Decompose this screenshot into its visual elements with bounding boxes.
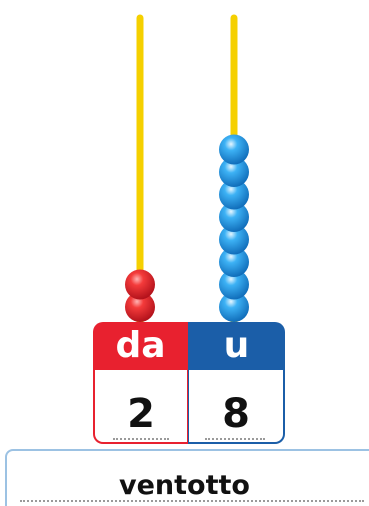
units-digit: 8 [188,370,285,444]
tens-bead-2 [125,270,155,300]
units-bead-8 [219,135,249,165]
units-beads [219,135,249,323]
number-word-panel: ventotto [0,449,369,506]
units-column-header: u [188,322,285,370]
tens-column-header: da [93,322,188,370]
units-digit-dotted-line [205,438,265,440]
tens-beads [125,270,155,323]
tens-digit-dotted-line [113,438,169,440]
number-word: ventotto [0,470,369,501]
tens-digit: 2 [93,370,188,444]
